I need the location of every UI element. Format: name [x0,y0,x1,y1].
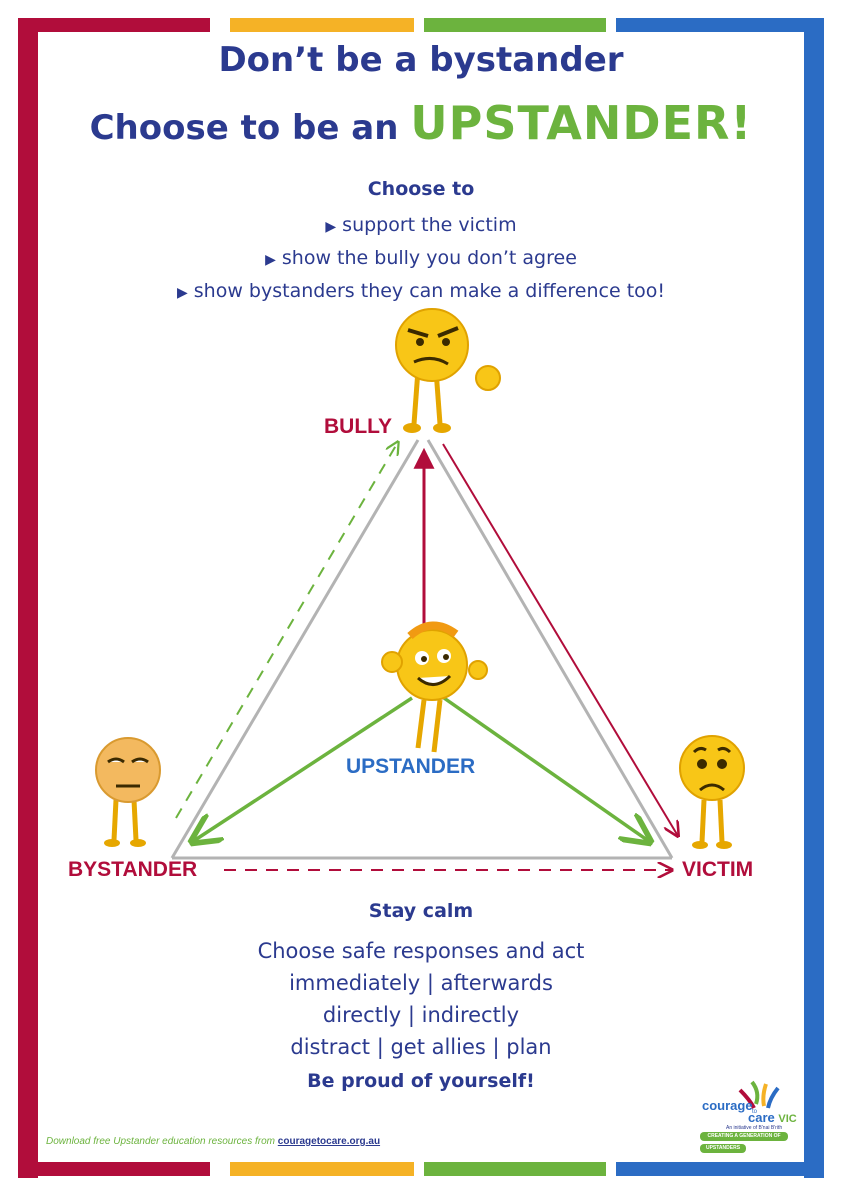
chevron-right-icon: ▶ [265,252,276,268]
bystander-label: BYSTANDER [68,858,198,881]
frame-right-blue [804,18,824,1178]
headline-upstander-emphasis: UPSTANDER! [410,96,753,150]
hands-logo-icon [738,1080,780,1109]
frame-top-orange [230,18,414,32]
headline-line1: Don’t be a bystander [218,40,624,80]
triangle-outline [170,439,674,860]
angry-emoji-icon [395,308,501,433]
responses-line: immediately | afterwards [289,971,553,995]
frame-top-green [424,18,606,32]
responses-line: distract | get allies | plan [290,1035,552,1059]
sad-emoji-icon [679,735,745,849]
smiling-emoji-icon [381,621,488,753]
headline-line2-prefix: Choose to be an [89,108,411,148]
choose-item: ▶support the victim [325,214,517,236]
upstander-label: UPSTANDER [346,755,476,778]
footer-link[interactable]: couragetocare.org.au [277,1136,381,1147]
frame-left-red [18,18,38,1178]
frame-top-blue [616,18,824,32]
bully-label: BULLY [324,415,393,438]
stay-calm-heading: Stay calm [368,900,474,922]
frame-bottom-red [18,1162,210,1176]
responses-line: Choose safe responses and act [257,939,585,963]
responses-text: Choose safe responses and act immediatel… [0,935,842,1063]
upstander-to-victim-arrow [442,696,650,842]
upstander-to-bystander-arrow [192,696,413,842]
chevron-right-icon: ▶ [325,219,337,235]
choose-item: ▶show the bully you don’t agree [265,247,577,269]
be-proud-text: Be proud of yourself! [307,1070,535,1092]
logo-tagline: An initiative of B'nai B'rith [726,1125,783,1131]
logo-banner-2: UPSTANDERS [700,1144,746,1153]
footer-note: Download free Upstander education resour… [46,1136,381,1147]
courage-to-care-logo: courage to care VIC An initiative of B'n… [700,1080,810,1160]
unamused-emoji-icon [95,737,161,847]
frame-bottom-blue [616,1162,824,1176]
victim-label: VICTIM [682,858,754,881]
chevron-right-icon: ▶ [176,285,188,301]
choose-item: ▶show bystanders they can make a differe… [176,280,666,302]
bully-to-victim-arrow [442,443,678,836]
frame-top-red [18,18,210,32]
frame-bottom-green [424,1162,606,1176]
choose-title: Choose to [367,178,475,200]
frame-bottom-orange [230,1162,414,1176]
responses-line: directly | indirectly [322,1003,520,1027]
choose-list: ▶support the victim ▶show the bully you … [0,210,842,309]
logo-wordmark: courage [702,1098,753,1113]
logo-banner-1: CREATING A GENERATION OF [700,1132,788,1141]
headline-line2: Choose to be an UPSTANDER! [0,96,842,150]
bystander-to-bully-dashed-arrow [175,442,398,819]
